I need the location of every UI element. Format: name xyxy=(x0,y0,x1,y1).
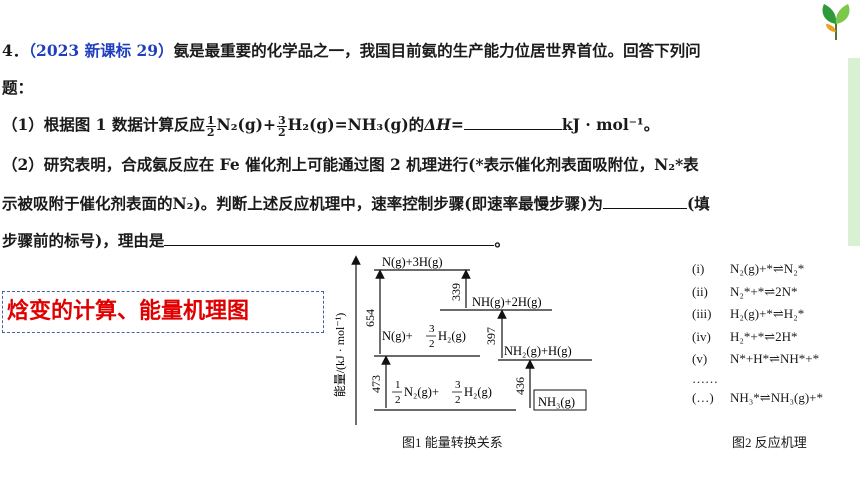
level-bottom-label-a: N₂(g)+ xyxy=(404,385,439,399)
figure2-caption: 图2 反应机理 xyxy=(732,435,807,450)
energy-axis-label: 能量/(kJ · mol⁻¹) xyxy=(333,313,347,398)
level-bottom-frac2-num: 3 xyxy=(455,379,461,391)
answer-blank-2[interactable] xyxy=(602,194,687,209)
part2-line-1: （2）研究表明，合成氨反应在 Fe 催化剂上可能通过图 2 机理进行(*表示催化… xyxy=(2,155,699,174)
level-bottom-frac1-num: 1 xyxy=(395,379,401,391)
answer-blank-3[interactable] xyxy=(164,231,495,246)
value-339: 339 xyxy=(449,283,463,301)
value-436: 436 xyxy=(513,377,527,395)
mechanism-step: …… xyxy=(692,370,718,386)
level-n-frac-den: 2 xyxy=(429,338,435,350)
level-top-label: N(g)+3H(g) xyxy=(382,255,443,269)
level-bottom-frac1-den: 2 xyxy=(395,394,401,406)
level-nh-label: NH(g)+2H(g) xyxy=(472,295,542,309)
level-bottom-label-b: H₂(g) xyxy=(464,385,492,399)
part2-line-2: 示被吸附于催化剂表面的N₂)。判断上述反应机理中，速率控制步骤(即速率最慢步骤)… xyxy=(2,194,710,213)
question-line-2: 题： xyxy=(2,78,34,97)
value-473: 473 xyxy=(369,375,383,393)
right-accent-bar xyxy=(848,58,860,246)
level-n-label-right: H₂(g) xyxy=(438,329,466,343)
level-nh3-label: NH₃(g) xyxy=(538,395,575,409)
mechanism-step: (i)N₂(g)+*⇌N₂* xyxy=(692,261,805,276)
mechanism-step: (v)N*+H*⇌NH*+* xyxy=(692,351,820,366)
mechanism-step: (iv)H₂*+*⇌2H* xyxy=(692,328,798,344)
mechanism-step: (iii)H₂(g)+*⇌H₂* xyxy=(692,306,805,321)
part2-line-3: 步骤前的标号)，理由是。 xyxy=(2,231,510,250)
leaf-logo-icon xyxy=(822,4,850,40)
topic-tag: 焓变的计算、能量机理图 xyxy=(2,291,324,333)
level-n-frac-num: 3 xyxy=(429,323,435,335)
question-line-1: 4．（2023 新课标 29）氨是最重要的化学品之一，我国目前氨的生产能力位居世… xyxy=(2,41,701,60)
level-nh3-box xyxy=(533,389,587,411)
energy-diagram: 能量/(kJ · mol⁻¹) N(g)+3H(g) NH(g)+2H(g) N… xyxy=(333,255,592,425)
mechanism-list: (i)N₂(g)+*⇌N₂* (ii)N₂*+*⇌2N* (iii)H₂(g)+… xyxy=(692,258,823,409)
value-654: 654 xyxy=(363,309,377,327)
mechanism-step: (ii)N₂*+*⇌2N* xyxy=(692,283,798,299)
level-bottom-frac2-den: 2 xyxy=(455,394,461,406)
level-nh2-label: NH₂(g)+H(g) xyxy=(504,344,572,358)
answer-blank-1[interactable] xyxy=(463,115,562,130)
figure1-caption: 图1 能量转换关系 xyxy=(402,435,503,450)
level-n-label-left: N(g)+ xyxy=(382,329,413,343)
value-397: 397 xyxy=(484,327,498,345)
mechanism-step: (…)NH₃*⇌NH₃(g)+* xyxy=(692,389,823,405)
